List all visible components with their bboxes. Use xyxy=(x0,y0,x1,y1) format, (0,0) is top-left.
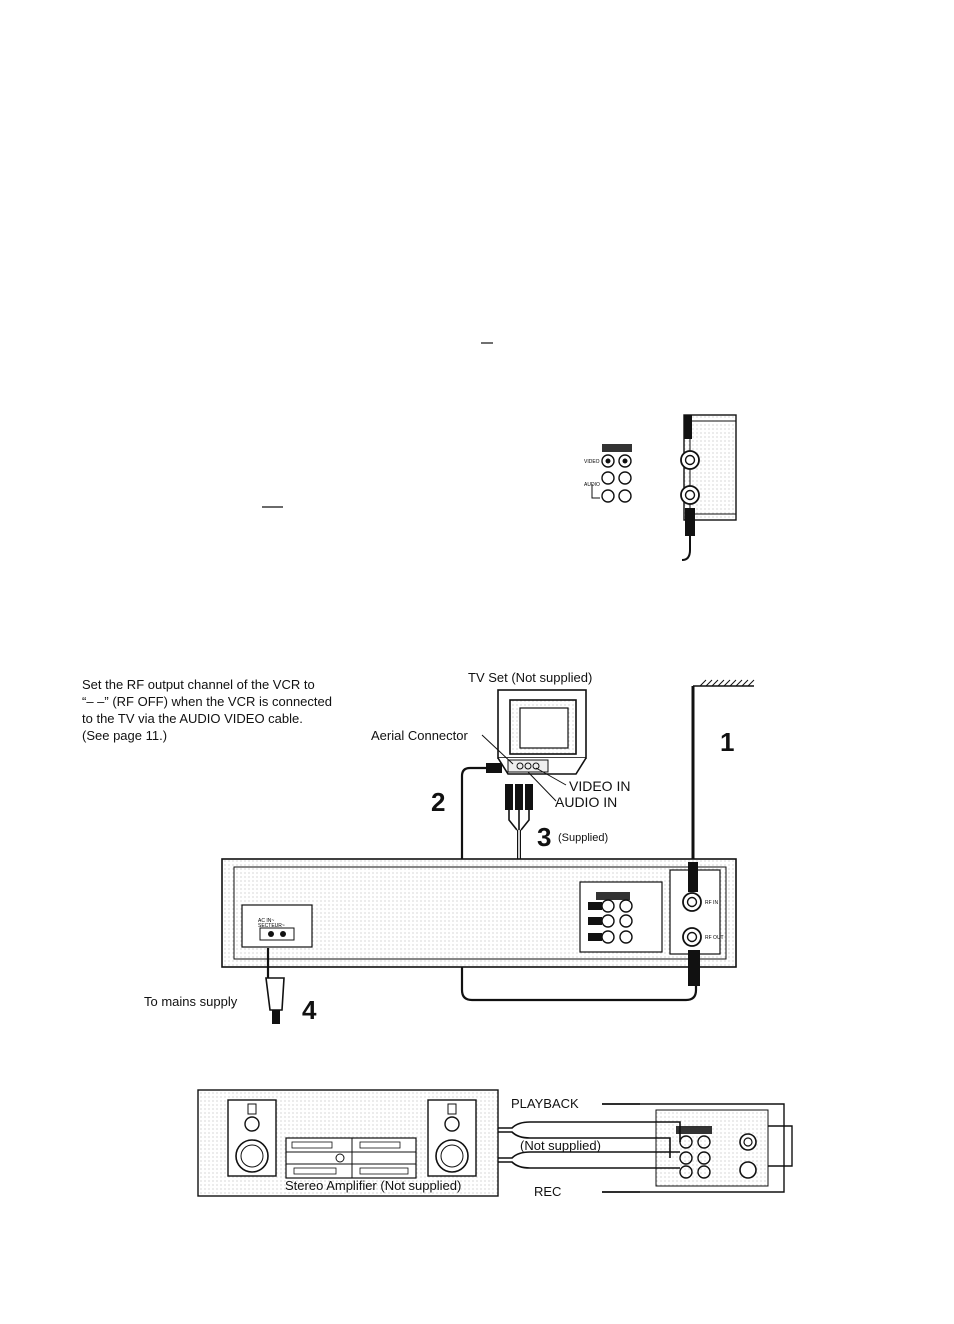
rf-terminal-inset xyxy=(680,414,737,561)
av-terminal-inset: VIDEO AUDIO xyxy=(584,444,632,503)
rec-label: REC xyxy=(534,1184,562,1199)
svg-text:VIDEO: VIDEO xyxy=(584,459,600,465)
step-3: 3 xyxy=(537,822,552,852)
svg-text:SECTEUR~: SECTEUR~ xyxy=(258,923,285,929)
svg-text:AC IN~: AC IN~ xyxy=(258,918,274,924)
svg-text:RF OUT: RF OUT xyxy=(705,935,724,941)
note-line-1: Set the RF output channel of the VCR to xyxy=(82,677,315,692)
tv-set-label: TV Set (Not supplied) xyxy=(468,670,593,685)
svg-text:AUDIO: AUDIO xyxy=(584,482,600,488)
step-4: 4 xyxy=(302,995,317,1025)
step-2: 2 xyxy=(431,787,446,817)
note-line-2: “– –” (RF OFF) when the VCR is connected xyxy=(82,694,332,709)
vcr-rear: AC IN~ SECTEUR~ RF IN RF OUT xyxy=(221,858,737,986)
note-line-4: (See page 11.) xyxy=(82,728,168,743)
not-supplied-label: (Not supplied) xyxy=(520,1138,601,1153)
cable-2 xyxy=(460,763,698,1002)
video-in-label: VIDEO IN xyxy=(569,778,631,794)
stereo-amplifier xyxy=(197,1089,499,1197)
supplied-label: (Supplied) xyxy=(558,832,609,844)
svg-text:RF IN: RF IN xyxy=(705,900,718,906)
audio-cables xyxy=(498,1103,681,1193)
mains-plug xyxy=(265,948,285,1024)
playback-label: PLAYBACK xyxy=(511,1096,579,1111)
aerial xyxy=(691,679,755,862)
aerial-connector-label: Aerial Connector xyxy=(371,728,468,743)
mains-supply-label: To mains supply xyxy=(144,994,238,1009)
audio-in-label: AUDIO IN xyxy=(555,794,618,810)
amplifier-label: Stereo Amplifier (Not supplied) xyxy=(285,1178,462,1193)
note-line-3: to the TV via the AUDIO VIDEO cable. xyxy=(82,711,303,726)
vcr-rear-bottom xyxy=(602,1103,793,1193)
step-1: 1 xyxy=(720,727,735,757)
rf-output-note: Set the RF output channel of the VCR to … xyxy=(82,676,372,744)
tv-set xyxy=(497,689,587,775)
